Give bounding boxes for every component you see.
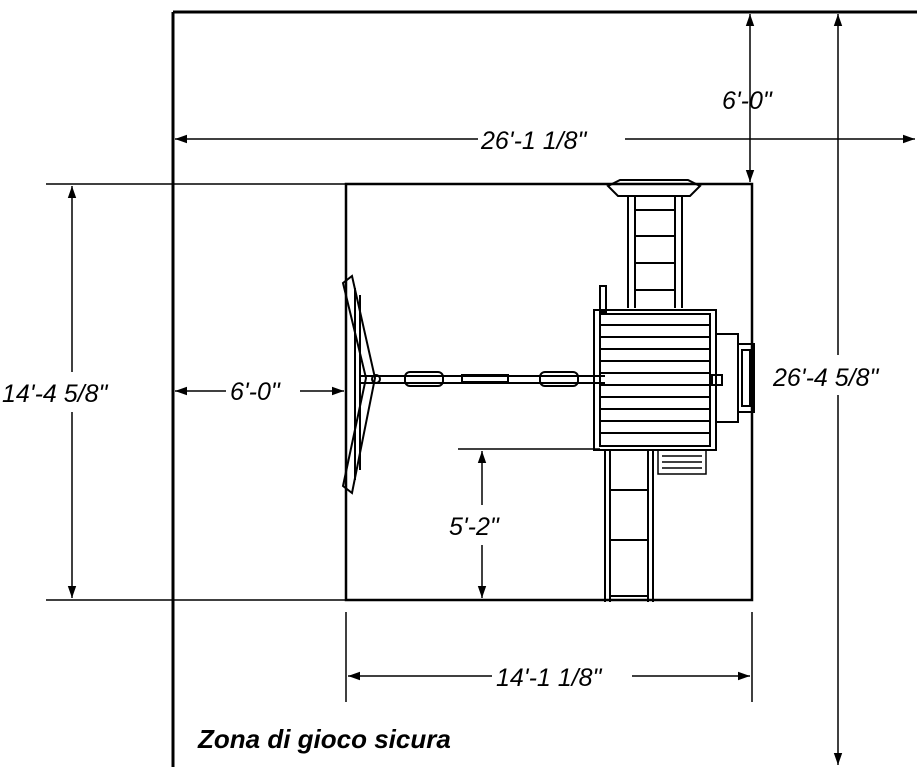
dim-zone-width: 26'-1 1/8"	[175, 127, 915, 155]
safe-zone-outline	[171, 10, 917, 767]
side-panel	[711, 333, 755, 423]
dim-top-clearance-label: 6'-0"	[722, 87, 773, 115]
dim-set-width: 14'-1 1/8"	[348, 664, 750, 692]
swing-beam	[360, 371, 605, 387]
dim-zone-height-label: 26'-4 5/8"	[772, 364, 880, 392]
swing-seat	[539, 371, 579, 387]
dim-zone-width-label: 26'-1 1/8"	[480, 127, 588, 155]
safe-zone-title: Zona di gioco sicura	[197, 724, 451, 754]
dim-zone-height: 26'-4 5/8"	[772, 13, 880, 765]
swing-seat	[461, 374, 509, 383]
swing-seat	[404, 371, 444, 387]
dim-set-depth-label: 14'-4 5/8"	[2, 380, 109, 408]
dim-left-clearance: 6'-0"	[175, 378, 344, 406]
dim-set-depth: 14'-4 5/8"	[2, 186, 109, 598]
dim-slide-offset: 5'-2"	[449, 451, 500, 598]
main-deck	[593, 285, 717, 451]
dim-left-clearance-label: 6'-0"	[230, 378, 281, 406]
steps-box	[657, 449, 707, 475]
slide	[604, 450, 654, 602]
dim-top-clearance: 6'-0"	[722, 13, 773, 182]
swing-a-frame	[341, 274, 377, 495]
ladder-top	[606, 179, 702, 308]
playset-footprint	[344, 182, 754, 602]
extension-lines	[46, 183, 753, 702]
dim-slide-offset-label: 5'-2"	[449, 513, 500, 541]
dim-set-width-label: 14'-1 1/8"	[496, 664, 603, 692]
